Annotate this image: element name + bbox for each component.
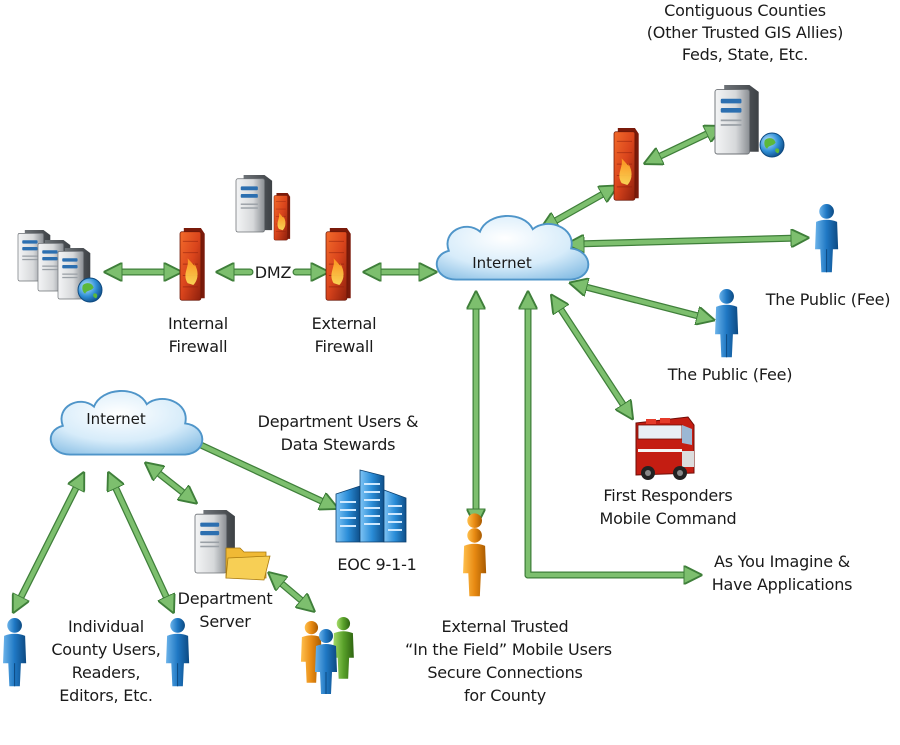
allies-label: Contiguous Counties (Other Trusted GIS A… xyxy=(646,1,844,64)
external-firewall-icon xyxy=(325,227,352,301)
dmz-server-firewall-icon xyxy=(235,174,291,241)
allies-firewall-icon xyxy=(613,127,640,201)
server-folder-icon xyxy=(194,509,271,581)
external-firewall-label: External Firewall xyxy=(311,314,377,356)
internal-firewall-label: Internal Firewall xyxy=(167,314,229,356)
internet-main-label: Internet xyxy=(472,254,532,272)
field-users-label: External Trusted “In the Field” Mobile U… xyxy=(405,617,612,705)
people-group-icon xyxy=(300,616,354,695)
building-icon xyxy=(335,469,407,543)
applications-label: As You Imagine & Have Applications xyxy=(711,552,853,594)
first-responders-label: First Responders Mobile Command xyxy=(599,486,737,528)
county-user-person-icon-1 xyxy=(2,617,27,687)
public-label-1: The Public (Fee) xyxy=(765,290,891,309)
fire-truck-icon xyxy=(635,416,695,480)
internal-firewall-icon xyxy=(179,227,206,301)
public-label-2: The Public (Fee) xyxy=(667,365,793,384)
internet-local-label: Internet xyxy=(86,410,146,428)
public-person-icon-1 xyxy=(814,203,839,273)
dept-server-label: Department Server xyxy=(177,589,273,631)
eoc-label: EOC 9-1-1 xyxy=(337,555,417,574)
field-user-person-icon xyxy=(463,513,487,597)
dept-users-label: Department Users & Data Stewards xyxy=(257,412,419,454)
server-cluster-globe-icon xyxy=(17,229,103,303)
allies-server-globe-icon xyxy=(714,84,785,158)
dmz-label: DMZ xyxy=(254,263,292,282)
connection-arrows xyxy=(17,130,800,606)
public-person-icon-2 xyxy=(714,288,739,358)
county-users-label: Individual County Users, Readers, Editor… xyxy=(51,617,161,705)
